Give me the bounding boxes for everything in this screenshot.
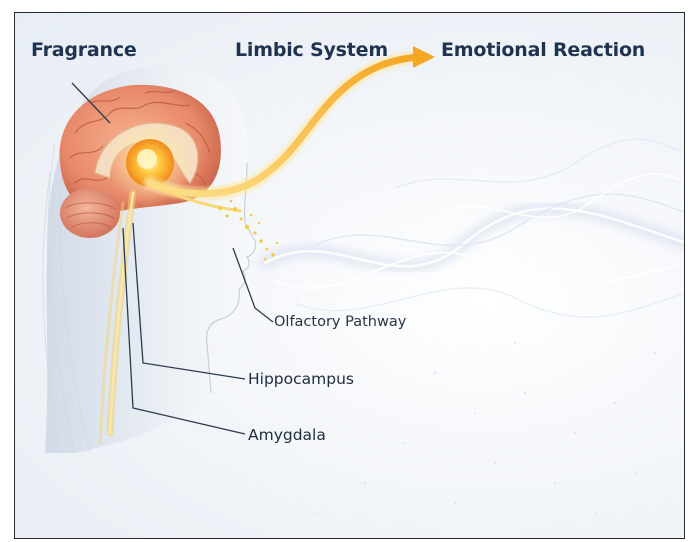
scent-wave-decoration (265, 139, 685, 317)
label-fragrance: Fragrance (31, 39, 137, 61)
label-olfactory-pathway: Olfactory Pathway (274, 314, 406, 330)
label-limbic-system: Limbic System (235, 39, 388, 61)
label-amygdala: Amygdala (248, 426, 326, 444)
background-speckles (314, 342, 656, 514)
label-emotional-reaction: Emotional Reaction (441, 39, 645, 61)
image-frame: Fragrance Limbic System Emotional Reacti… (14, 12, 685, 539)
label-hippocampus: Hippocampus (248, 370, 354, 388)
arrow-head-icon (413, 46, 435, 68)
head-illustration (15, 13, 685, 539)
